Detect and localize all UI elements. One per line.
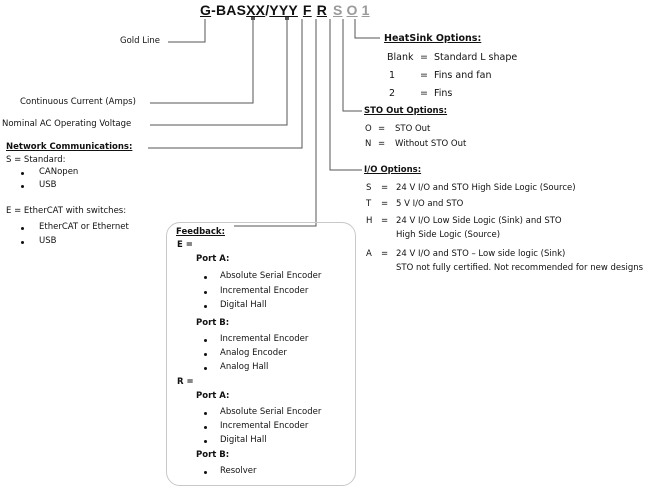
io-key: H [366, 216, 373, 226]
io-title: I/O Options: [364, 165, 422, 175]
feedback-item: Absolute Serial Encoder [220, 407, 322, 417]
io-eq: = [381, 183, 389, 193]
feedback-r-port-b: Port B: [196, 450, 230, 460]
io-eq: = [381, 216, 389, 226]
feedback-title: Feedback: [176, 227, 225, 237]
code-g: G [200, 2, 212, 18]
heatsink-eq: = [420, 70, 428, 81]
feedback-e-port-b: Port B: [196, 318, 230, 328]
feedback-item: Digital Hall [220, 300, 267, 310]
network-standard: S = Standard: [6, 155, 66, 165]
sto-eq: = [378, 124, 386, 134]
connector-sto [342, 19, 362, 112]
code-underline-yyy [285, 17, 289, 20]
connector-io [329, 19, 362, 171]
bullet [204, 412, 207, 415]
bullet [21, 241, 24, 244]
bullet [21, 172, 24, 175]
io-value: 24 V I/O and STO High Side Logic (Source… [396, 183, 576, 193]
code-underline-xx [251, 17, 255, 20]
connector-heatsink [354, 19, 380, 39]
code-s: S [333, 2, 343, 18]
code-xx: XX [246, 2, 266, 18]
code-slash: / [265, 2, 270, 18]
bullet [204, 440, 207, 443]
sto-key: N [365, 139, 372, 149]
io-eq: = [381, 199, 389, 209]
bullet [204, 426, 207, 429]
bullet [204, 291, 207, 294]
heatsink-value: Fins [434, 88, 453, 99]
network-standard-item: CANopen [39, 167, 79, 177]
heatsink-title: HeatSink Options: [384, 33, 482, 44]
heatsink-eq: = [420, 88, 428, 99]
io-key: S [366, 183, 372, 193]
network-ethercat-item: EtherCAT or Ethernet [39, 222, 129, 232]
connector-gold-line [168, 19, 206, 43]
bullet [204, 353, 207, 356]
sto-value: STO Out [395, 124, 431, 134]
feedback-r-port-a: Port A: [196, 391, 230, 401]
bullet [204, 471, 207, 474]
feedback-item: Incremental Encoder [220, 421, 309, 431]
io-value: 24 V I/O Low Side Logic (Sink) and STO [396, 216, 562, 226]
network-ethercat-item: USB [39, 236, 57, 246]
bullet [204, 305, 207, 308]
network-standard-item: USB [39, 180, 57, 190]
feedback-item: Digital Hall [220, 435, 267, 445]
heatsink-eq: = [420, 52, 428, 63]
code-f: F [302, 2, 312, 18]
network-title: Network Communications: [6, 142, 133, 152]
feedback-e-port-a: Port A: [196, 254, 230, 264]
heatsink-value: Standard L shape [434, 52, 518, 63]
code-o: O [346, 2, 358, 18]
sto-value: Without STO Out [395, 139, 467, 149]
code-yyy: YYY [269, 2, 298, 18]
feedback-item: Incremental Encoder [220, 286, 309, 296]
code-bas: -BAS [211, 2, 247, 18]
feedback-r-label: R = [177, 377, 194, 387]
connector-nominal-voltage [150, 19, 288, 126]
io-key: A [366, 249, 372, 259]
feedback-item: Absolute Serial Encoder [220, 271, 322, 281]
feedback-item: Incremental Encoder [220, 334, 309, 344]
feedback-e-label: E = [177, 240, 193, 250]
heatsink-key: Blank [387, 52, 414, 63]
feedback-item: Resolver [220, 466, 257, 476]
bullet [204, 276, 207, 279]
connector-network [148, 19, 303, 149]
feedback-item: Analog Encoder [220, 348, 287, 358]
code-1: 1 [361, 2, 370, 18]
connector-feedback [234, 19, 317, 227]
io-value: 24 V I/O and STO – Low side logic (Sink) [396, 249, 566, 259]
feedback-item: Analog Hall [220, 362, 269, 372]
connector-continuous-current [150, 19, 254, 104]
io-key: T [366, 199, 372, 209]
code-r: R [316, 2, 327, 18]
bullet [21, 185, 24, 188]
sto-eq: = [378, 139, 386, 149]
sto-key: O [365, 124, 372, 134]
bullet [21, 227, 24, 230]
bullet [204, 339, 207, 342]
heatsink-key: 2 [389, 88, 396, 99]
heatsink-key: 1 [389, 70, 396, 81]
network-ethercat: E = EtherCAT with switches: [6, 206, 127, 216]
io-value-cont: STO not fully certified. Not recommended… [396, 263, 644, 273]
io-value-cont: High Side Logic (Source) [396, 230, 501, 240]
bullet [204, 367, 207, 370]
gold-line-label: Gold Line [120, 36, 160, 46]
sto-title: STO Out Options: [364, 106, 448, 116]
io-eq: = [381, 249, 389, 259]
nominal-voltage-label: Nominal AC Operating Voltage [2, 119, 132, 129]
continuous-current-label: Continuous Current (Amps) [20, 97, 136, 107]
io-value: 5 V I/O and STO [396, 199, 464, 209]
heatsink-value: Fins and fan [434, 70, 492, 81]
